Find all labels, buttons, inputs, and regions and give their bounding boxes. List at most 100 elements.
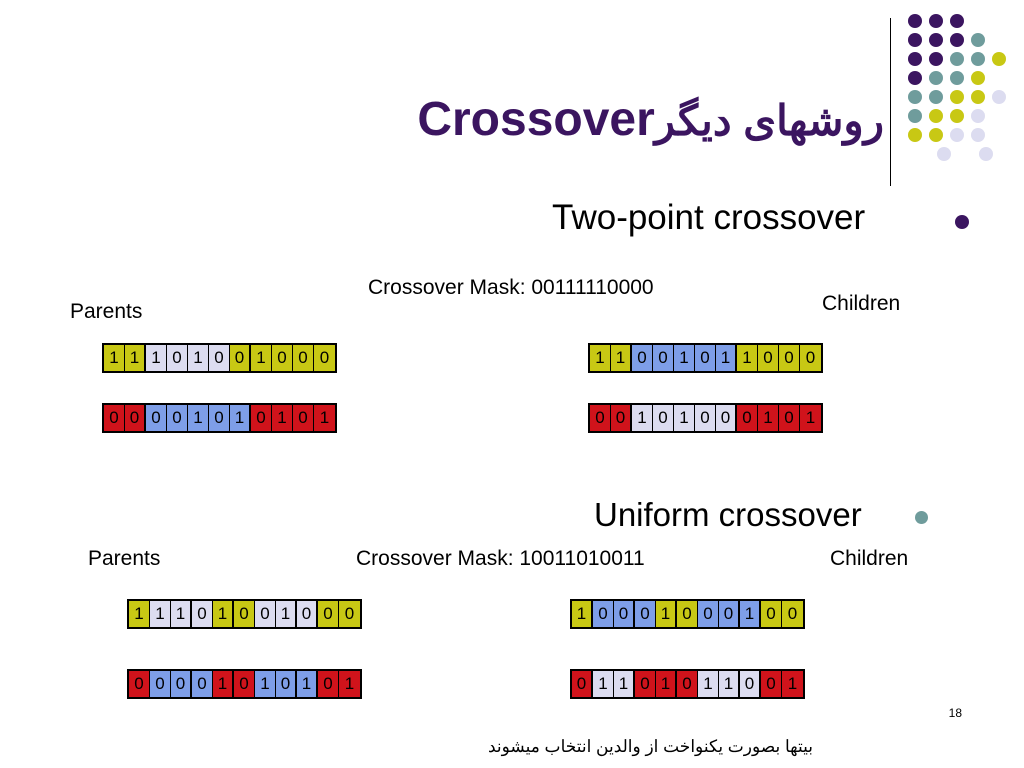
decorative-dot xyxy=(971,128,985,142)
bit-cell: 1 xyxy=(188,345,209,371)
decorative-dot xyxy=(929,33,943,47)
decorative-dot xyxy=(971,52,985,66)
bit-cell: 0 xyxy=(761,601,782,627)
bit-cell: 1 xyxy=(213,671,234,697)
decorative-dot xyxy=(929,71,943,85)
bit-cell: 0 xyxy=(171,671,192,697)
bit-cell: 0 xyxy=(209,345,230,371)
two-point-heading: Two-point crossover xyxy=(552,198,866,237)
bit-cell: 0 xyxy=(146,405,167,431)
bit-cell: 0 xyxy=(590,405,611,431)
decorative-dot xyxy=(908,71,922,85)
bit-cell: 0 xyxy=(716,405,737,431)
decorative-dot xyxy=(971,90,985,104)
bit-cell: 1 xyxy=(656,671,677,697)
decorative-dot xyxy=(937,147,951,161)
bit-cell: 0 xyxy=(572,671,593,697)
decorative-dot xyxy=(950,109,964,123)
bit-cell: 0 xyxy=(593,601,614,627)
decorative-dot xyxy=(929,90,943,104)
bit-cell: 0 xyxy=(234,671,255,697)
bit-cell: 0 xyxy=(758,345,779,371)
uniform-heading: Uniform crossover xyxy=(594,496,862,533)
decorative-dot xyxy=(908,90,922,104)
bit-cell: 0 xyxy=(782,601,803,627)
bit-cell: 0 xyxy=(167,405,188,431)
decorative-dot xyxy=(971,71,985,85)
bit-cell: 0 xyxy=(653,405,674,431)
bit-cell: 0 xyxy=(104,405,125,431)
bit-cell: 0 xyxy=(339,601,360,627)
bit-cell: 0 xyxy=(209,405,230,431)
uniform-children-label: Children xyxy=(830,547,909,570)
bit-cell: 0 xyxy=(614,601,635,627)
bit-cell: 1 xyxy=(614,671,635,697)
bit-cell: 1 xyxy=(716,345,737,371)
bit-cell: 1 xyxy=(272,405,293,431)
bit-cell: 0 xyxy=(635,671,656,697)
bit-cell: 0 xyxy=(761,671,782,697)
bit-cell: 0 xyxy=(192,671,213,697)
bit-cell: 0 xyxy=(677,671,698,697)
bit-cell: 0 xyxy=(150,671,171,697)
bit-cell: 1 xyxy=(800,405,821,431)
bit-cell: 1 xyxy=(698,671,719,697)
bit-cell: 0 xyxy=(779,405,800,431)
bit-cell: 0 xyxy=(318,671,339,697)
bit-cell: 1 xyxy=(590,345,611,371)
bit-cell: 0 xyxy=(737,405,758,431)
uniform-parents-label: Parents xyxy=(88,547,161,570)
uniform-mask-label: Crossover Mask: 10011010011 xyxy=(356,547,645,570)
bit-cell: 0 xyxy=(677,601,698,627)
decorative-dot xyxy=(908,33,922,47)
bit-cell: 0 xyxy=(230,345,251,371)
bit-cell: 0 xyxy=(293,405,314,431)
decorative-dot xyxy=(929,14,943,28)
bit-cell: 1 xyxy=(314,405,335,431)
decorative-dot xyxy=(908,52,922,66)
bit-cell: 0 xyxy=(611,405,632,431)
bit-cell: 0 xyxy=(314,345,335,371)
bit-cell: 0 xyxy=(695,405,716,431)
two-point-children-label: Children xyxy=(822,292,901,315)
bit-cell: 1 xyxy=(674,345,695,371)
bit-cell: 1 xyxy=(572,601,593,627)
title-divider-line xyxy=(890,18,891,186)
bit-cell: 0 xyxy=(635,601,656,627)
bullet-icon xyxy=(955,215,969,229)
bit-cell: 0 xyxy=(297,601,318,627)
bit-cell: 1 xyxy=(297,671,318,697)
decorative-dot xyxy=(992,90,1006,104)
bit-cell: 0 xyxy=(167,345,188,371)
bit-cell: 0 xyxy=(632,345,653,371)
decorative-dot xyxy=(950,128,964,142)
bit-cell: 1 xyxy=(719,671,740,697)
bit-cell: 0 xyxy=(272,345,293,371)
decorative-dot xyxy=(950,90,964,104)
bit-cell: 1 xyxy=(611,345,632,371)
bit-cell: 0 xyxy=(719,601,740,627)
bit-cell: 1 xyxy=(125,345,146,371)
bit-cell: 1 xyxy=(674,405,695,431)
bit-cell: 0 xyxy=(698,601,719,627)
bit-cell: 0 xyxy=(125,405,146,431)
decorative-dot xyxy=(971,109,985,123)
bit-cell: 0 xyxy=(318,601,339,627)
decorative-dot xyxy=(979,147,993,161)
slide-title-persian: روشهای دیگر xyxy=(654,97,884,144)
decorative-dot xyxy=(908,109,922,123)
two-point-parents-label: Parents xyxy=(70,300,143,323)
decorative-dot xyxy=(992,52,1006,66)
bit-cell: 1 xyxy=(339,671,360,697)
bit-cell: 0 xyxy=(293,345,314,371)
bit-cell: 0 xyxy=(234,601,255,627)
bit-cell: 1 xyxy=(230,405,251,431)
bit-cell: 1 xyxy=(188,405,209,431)
